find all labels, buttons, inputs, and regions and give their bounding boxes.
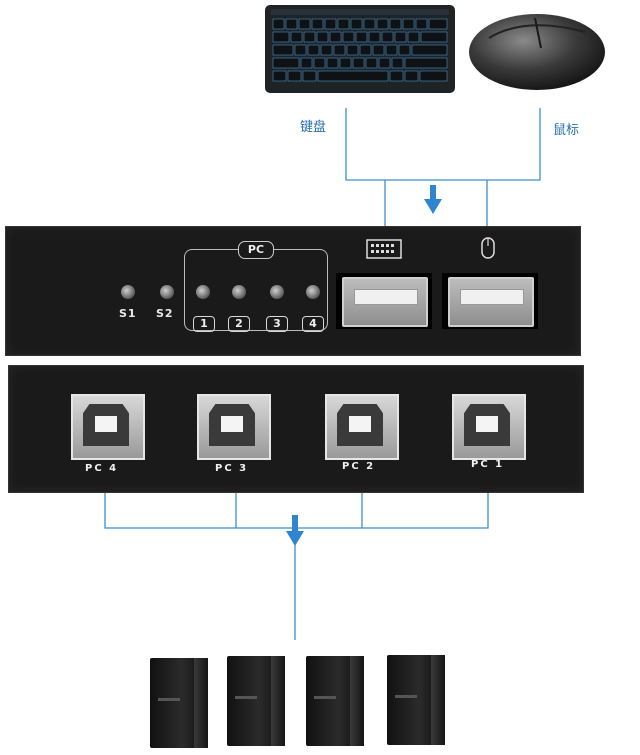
switch-s2-label: S2 bbox=[156, 307, 174, 320]
computer-tower-icon bbox=[150, 658, 208, 748]
switch-s1-label: S1 bbox=[119, 307, 137, 320]
pc-group-header: PC bbox=[238, 241, 274, 259]
usb-b-port-pc3[interactable] bbox=[197, 394, 271, 460]
port-label-pc4: PC 4 bbox=[85, 463, 119, 474]
port-label-pc1: PC 1 bbox=[471, 459, 505, 470]
switch-s1[interactable] bbox=[121, 285, 135, 299]
computer-tower-icon bbox=[227, 656, 285, 746]
pc-select-button-1[interactable] bbox=[196, 285, 210, 299]
usb-b-port-pc4[interactable] bbox=[71, 394, 145, 460]
keyboard-usb-a-port[interactable] bbox=[342, 277, 428, 327]
pc-select-button-4[interactable] bbox=[306, 285, 320, 299]
down-arrow-icon bbox=[286, 185, 442, 546]
pc-button-label-2: 2 bbox=[228, 316, 250, 332]
mouse-usb-a-port[interactable] bbox=[448, 277, 534, 327]
port-label-pc2: PC 2 bbox=[342, 461, 376, 472]
switch-s2[interactable] bbox=[160, 285, 174, 299]
usb-b-port-pc1[interactable] bbox=[452, 394, 526, 460]
kvm-rear-panel: PC 4 PC 3 PC 2 PC 1 bbox=[8, 365, 584, 493]
pc-button-label-3: 3 bbox=[266, 316, 288, 332]
pc-select-button-3[interactable] bbox=[270, 285, 284, 299]
mouse-port-icon bbox=[481, 237, 495, 259]
kvm-front-panel: PC S1 S2 1 2 3 4 bbox=[5, 226, 581, 356]
computer-tower-icon bbox=[306, 656, 364, 746]
pc-button-label-4: 4 bbox=[302, 316, 324, 332]
keyboard-label: 键盘 bbox=[300, 120, 327, 135]
pc-button-label-1: 1 bbox=[193, 316, 215, 332]
port-label-pc3: PC 3 bbox=[215, 463, 249, 474]
keyboard-icon bbox=[265, 5, 455, 93]
mouse-label: 鼠标 bbox=[553, 123, 580, 138]
pc-select-button-2[interactable] bbox=[232, 285, 246, 299]
usb-b-port-pc2[interactable] bbox=[325, 394, 399, 460]
mouse-icon bbox=[465, 8, 611, 92]
computer-tower-icon bbox=[387, 655, 445, 745]
keyboard-port-icon bbox=[366, 239, 402, 259]
